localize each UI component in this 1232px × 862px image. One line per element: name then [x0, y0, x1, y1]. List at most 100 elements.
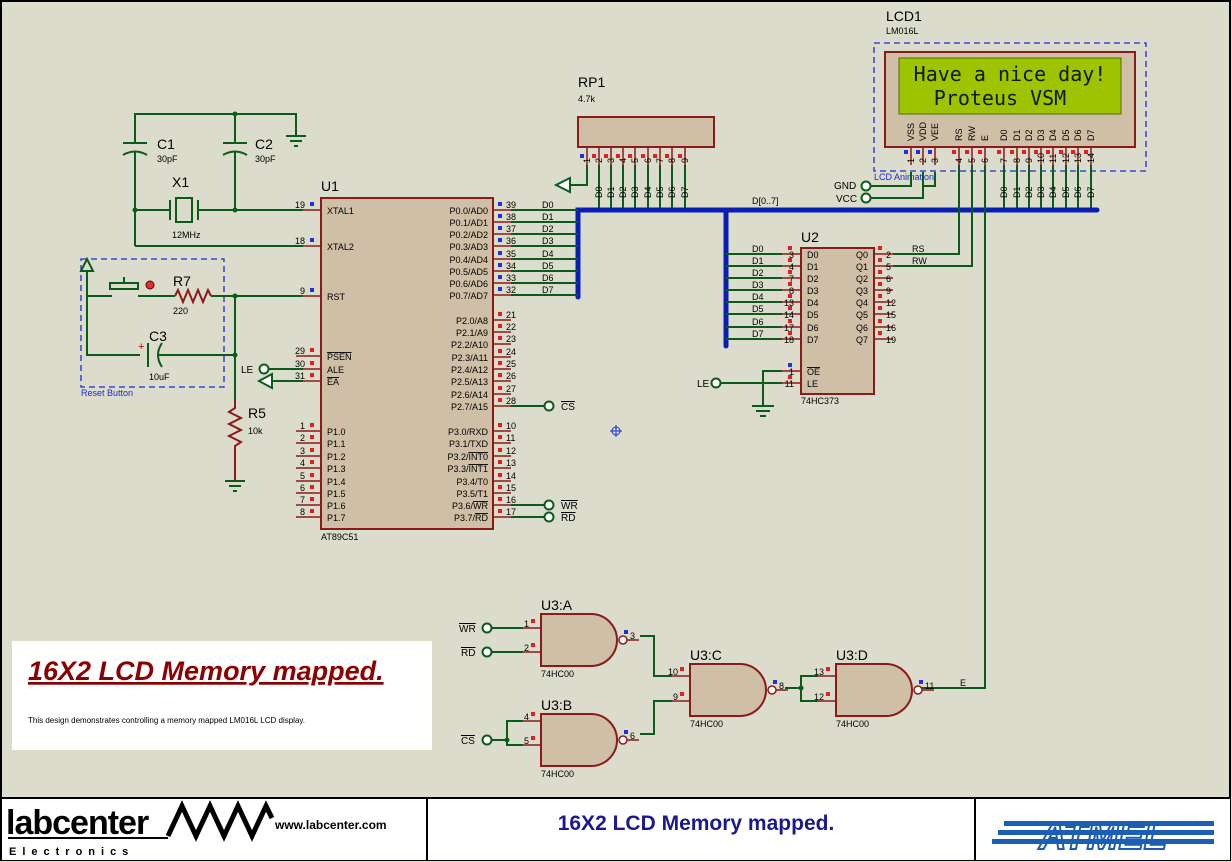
u1-le-terminal[interactable]: [258, 363, 270, 375]
u1-right-terminals: CS WR RD: [511, 400, 578, 524]
u2-le-terminal[interactable]: [710, 377, 722, 389]
u1-pins: 19XTAL118XTAL29RST29PSEN30ALE31EA1P1.02P…: [295, 200, 578, 523]
lcd-line-1: Have a nice day!: [914, 62, 1107, 86]
gnd-terminal[interactable]: [860, 180, 872, 192]
x1-crystal[interactable]: [175, 197, 193, 223]
u3a-pin: 3: [630, 631, 635, 641]
wr-terminal[interactable]: [543, 499, 555, 511]
u3d-pin: 13: [814, 667, 824, 677]
u1-pin-num: 9: [300, 286, 305, 296]
rp1-pin-num: 4: [618, 158, 628, 163]
lcd-bus-label: D7: [1086, 186, 1096, 198]
lcd-pin-name: D6: [1073, 129, 1083, 141]
u1-pin-num: 7: [300, 495, 305, 505]
r7-resistor[interactable]: [174, 287, 212, 305]
c2-value: 30pF: [255, 154, 276, 164]
gnd-label: GND: [834, 181, 856, 192]
vcc-terminal[interactable]: [860, 192, 872, 204]
u2-pin-num: 6: [886, 274, 891, 284]
u2-part: 74HC373: [801, 396, 839, 406]
lcd-pin-name: VDD: [918, 121, 928, 141]
gate-cs-terminal[interactable]: [481, 734, 493, 746]
lcd-bus-label: D1: [1012, 186, 1022, 198]
logo-subtext: Electronics: [9, 846, 134, 858]
svg-text:+: +: [138, 341, 144, 353]
u1-pin-num: 28: [506, 396, 516, 406]
atmel-logo: ATMEL: [992, 815, 1214, 859]
c1-value: 30pF: [157, 154, 178, 164]
rp1-pin-num: 6: [643, 158, 653, 163]
u2-pin-name: D5: [807, 310, 819, 320]
u3c-pin: 9: [673, 692, 678, 702]
wire-e: [920, 165, 986, 689]
u1-pin-num: 15: [506, 483, 516, 493]
u2-pin-num: 19: [886, 335, 896, 345]
u2-pin-num: 16: [886, 323, 896, 333]
u1-pin-num: 23: [506, 334, 516, 344]
reset-pushbutton[interactable]: [109, 282, 139, 290]
gate-rd-terminal[interactable]: [481, 646, 493, 658]
u2-pin-num: 8: [789, 286, 794, 296]
lcd-pin-num: 3: [930, 158, 940, 163]
bus-label: D[0..7]: [752, 196, 779, 206]
gate-wr-terminal[interactable]: [481, 622, 493, 634]
u1-pin-num: 38: [506, 212, 516, 222]
u2-control: LE: [697, 370, 782, 417]
u2-pin-num: 11: [785, 379, 794, 389]
rp1-net-label: D0: [594, 186, 604, 198]
rd-terminal[interactable]: [543, 511, 555, 523]
u1-pin-num: 10: [506, 421, 516, 431]
lcd-pin-name: D3: [1036, 129, 1046, 141]
vcc-arrow: [79, 256, 95, 272]
lcd-bus-label: D4: [1048, 186, 1058, 198]
rp1-net-label: D5: [655, 186, 665, 198]
lcd1-module[interactable]: Have a nice day! Proteus VSM LCD1 LM016L…: [873, 8, 1147, 210]
u2-pin-num: 5: [886, 262, 891, 272]
cs-terminal[interactable]: [543, 400, 555, 412]
lcd-pin-num: 6: [980, 158, 990, 163]
rp1-net-label: D6: [667, 186, 677, 198]
rp1-pull-terminal[interactable]: [553, 176, 571, 194]
lcd-pin-num: 11: [1048, 154, 1058, 163]
r5-resistor[interactable]: [226, 400, 244, 480]
bus-net-label: D6: [542, 273, 554, 283]
wire-rw: [893, 165, 973, 267]
lcd-pin-num: 2: [918, 158, 928, 163]
u1-pin-name: P0.6/AD6: [449, 279, 488, 289]
u1-pin-num: 13: [506, 458, 516, 468]
reset-circuit: Reset Button R7 220 + C3 10uF R5 10k: [79, 256, 303, 492]
lcd-pin-num: 13: [1073, 153, 1083, 163]
u1-pin-num: 37: [506, 224, 516, 234]
u2-pin-name: Q1: [856, 262, 868, 272]
u1-pin-name: P0.0/AD0: [449, 206, 488, 216]
u1-pin-name: P1.0: [327, 427, 346, 437]
wire-rp1-common: [570, 165, 588, 186]
u3c-part: 74HC00: [690, 719, 723, 729]
u1-pin-name: P0.5/AD5: [449, 267, 488, 277]
u2-pin-name: D0: [807, 250, 819, 260]
r5-ref: R5: [248, 405, 266, 421]
u1-pin-name: P3.6/WR: [452, 501, 489, 511]
bus-net-label: D7: [542, 285, 554, 295]
wire-osc-top: [134, 113, 297, 136]
u2-net-label: D6: [752, 317, 764, 327]
u2-pin-name: D4: [807, 298, 819, 308]
u3a-part: 74HC00: [541, 669, 574, 679]
u1-body: [320, 197, 494, 530]
gate-rd-label: RD: [461, 648, 475, 659]
u1-pin-num: 1: [300, 421, 305, 431]
u1-pin-name: XTAL1: [327, 206, 354, 216]
ea-terminal[interactable]: [256, 372, 273, 390]
lcd-pin-num: 10: [1036, 153, 1046, 163]
u1-pin-name: P0.2/AD2: [449, 230, 488, 240]
u1-pin-num: 8: [300, 507, 305, 517]
u1-microcontroller[interactable]: U1 AT89C51 19XTAL118XTAL29RST29PSEN30ALE…: [295, 178, 578, 542]
